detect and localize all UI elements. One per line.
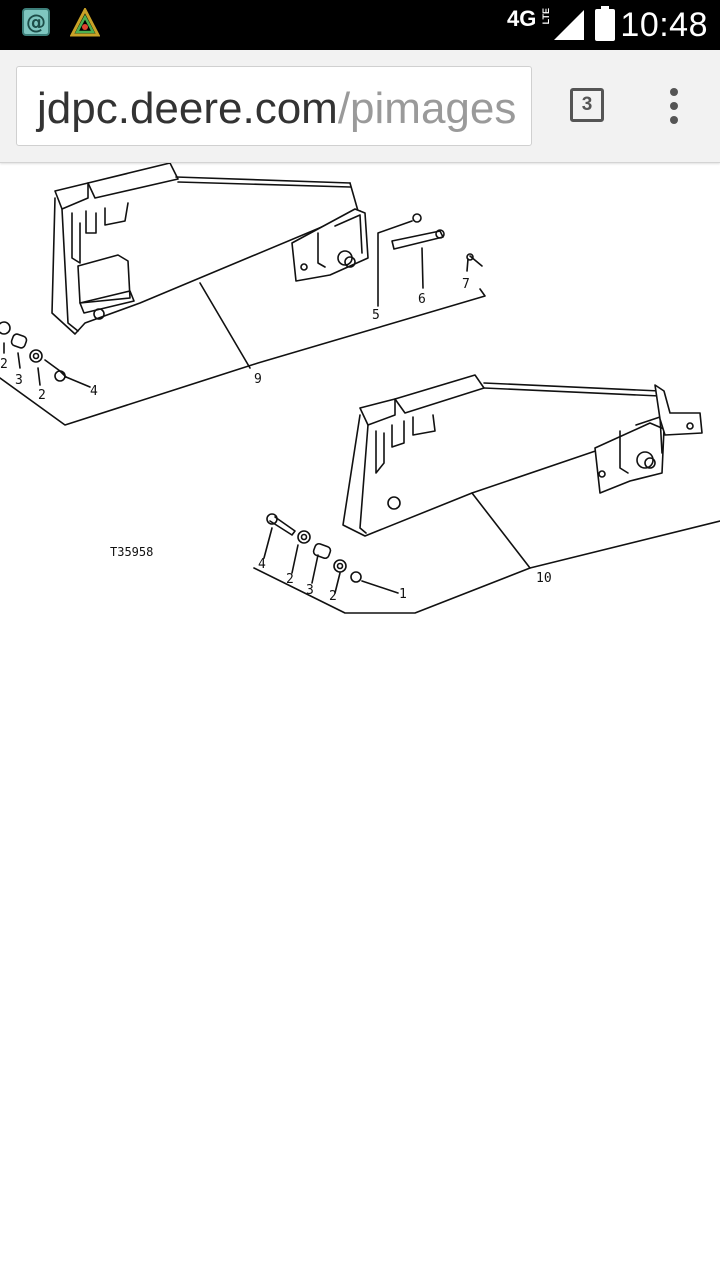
url-bar[interactable]: jdpc.deere.com/pimages: [16, 66, 532, 146]
callout-7: 7: [462, 277, 470, 292]
signal-icon: [552, 7, 586, 46]
triangle-app-icon: [69, 6, 101, 43]
clock: 10:48: [620, 6, 708, 44]
callout-2-right-a: 2: [286, 572, 294, 587]
overflow-menu-icon[interactable]: [660, 84, 688, 128]
right-bracket-assembly: [253, 374, 720, 614]
email-notification-icon: @: [22, 8, 50, 41]
figure-code: T35958: [110, 545, 154, 559]
callout-5: 5: [372, 308, 380, 323]
callout-10: 10: [536, 571, 552, 586]
network-type-label: 4G: [507, 6, 537, 31]
callout-1: 1: [399, 587, 407, 602]
callout-6: 6: [418, 292, 426, 307]
callout-9: 9: [254, 372, 262, 387]
callout-4-left: 4: [90, 384, 98, 399]
callout-2-left-b: 2: [38, 388, 46, 403]
browser-toolbar: jdpc.deere.com/pimages 3: [0, 50, 720, 163]
url-domain: jdpc.deere.com: [37, 84, 338, 133]
callout-2-left-a: 2: [0, 357, 8, 372]
battery-icon: [594, 6, 616, 47]
left-bracket-assembly: [0, 163, 486, 426]
parts-diagram: 2 3 2 4 5 6 7 9 T35958 4 2 3 2 1 10: [0, 163, 720, 623]
tab-switcher-button[interactable]: 3: [570, 88, 604, 122]
callout-2-right-b: 2: [329, 589, 337, 604]
status-bar: @ 4G LTE 10:48: [0, 0, 720, 50]
callout-3-right: 3: [306, 583, 314, 598]
url-path: /pimages: [337, 84, 517, 133]
svg-text:@: @: [26, 10, 46, 34]
callout-4-right: 4: [258, 557, 266, 572]
url-text: jdpc.deere.com/pimages: [37, 84, 516, 134]
lte-label: LTE: [541, 8, 551, 25]
callout-3-left: 3: [15, 373, 23, 388]
parts-drawing: [0, 163, 720, 614]
